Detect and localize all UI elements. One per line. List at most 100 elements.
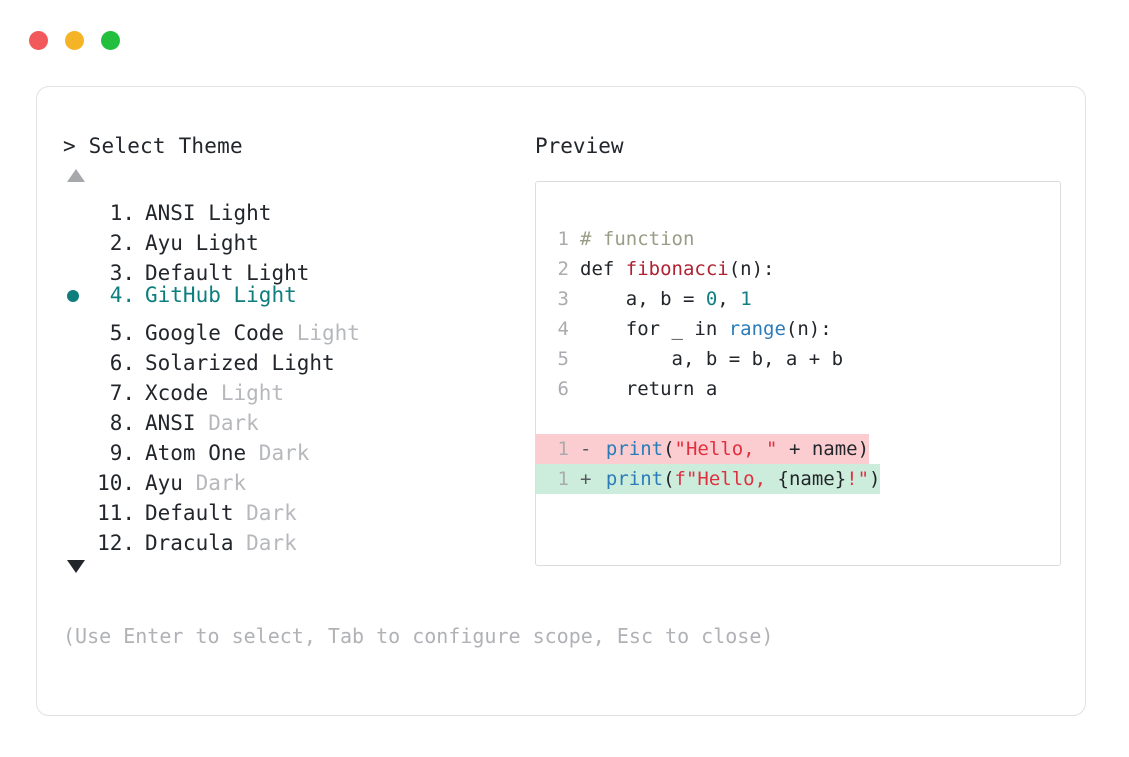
theme-list-item[interactable]: 9.Atom One Dark [63,430,533,465]
theme-item-variant: Light [220,381,285,405]
theme-item-variant: Dark [208,411,259,435]
code-line: 4 for _ in range(n): [536,314,1060,344]
code-token-plain: (n): [728,258,775,280]
code-token-plain: ) [869,468,881,490]
code-line: 5 a, b = b, a + b [536,344,1060,374]
diff-line-delete: 1- print("Hello, " + name) [536,434,870,464]
theme-item-variant: Light [208,201,272,225]
window-traffic-lights [29,31,120,50]
theme-item-variant: Dark [246,531,297,555]
code-line-text: a, b = 0, 1 [580,284,752,314]
code-token-plain: a, b = b, a + b [580,348,844,370]
theme-item-index: 1. [109,201,135,225]
theme-item-name: Default [145,501,247,525]
code-token-builtin: range [728,318,786,340]
theme-item-name: Default [145,261,247,285]
code-token-plain: ( [663,468,675,490]
scroll-up-arrow-icon[interactable] [67,169,85,182]
code-token-plain: return a [580,378,718,400]
code-token-call: print [605,438,664,460]
marker-slot [63,190,93,220]
code-line-text: return a [580,374,718,404]
theme-item-index: 4. [109,283,135,307]
code-line: 1 # function [536,224,1060,254]
code-token-comment: # function [580,228,695,250]
code-token-num: 1 [740,288,752,310]
code-line-number: 1 [557,228,569,250]
code-token-str: f"Hello, [674,468,778,490]
diff-line-number: 1 [557,468,569,490]
close-button[interactable] [29,31,48,50]
theme-item-name: Ayu [145,231,196,255]
zoom-button[interactable] [101,31,120,50]
theme-item-index: 12. [97,531,135,555]
theme-list-item[interactable]: 12. Dracula Dark [63,520,533,555]
code-token-call: print [605,468,664,490]
theme-list-item[interactable]: 6.Solarized Light [63,340,533,375]
marker-slot [63,460,93,490]
marker-slot [63,370,93,400]
marker-slot [63,430,93,460]
code-line-text: a, b = b, a + b [580,344,844,374]
theme-item-name: GitHub [145,283,234,307]
code-token-plain: , [717,288,741,310]
diff-line-add: 1+ print(f"Hello, {name}!") [536,464,881,494]
code-line-number: 2 [557,258,569,280]
code-token-num: 0 [705,288,718,310]
code-token-plain: for _ in [580,318,729,340]
code-line-number: 5 [557,348,569,370]
theme-list-item[interactable]: 7.Xcode Light [63,370,533,405]
code-line-number: 4 [557,318,569,340]
code-token-str: "Hello, " [674,438,778,460]
code-token-fn: fibonacci [625,258,729,280]
marker-slot [63,340,93,370]
theme-item-name: ANSI [145,411,209,435]
code-token-plain: a, b = [580,288,706,310]
theme-item-index: 9. [109,441,135,465]
theme-list-item[interactable]: 3. Default Light [63,250,533,285]
theme-item-variant: Light [271,351,335,375]
diff-sign: - [580,438,603,460]
theme-item-variant: Light [246,261,310,285]
minimize-button[interactable] [65,31,84,50]
theme-list-item[interactable]: 4.GitHub Light [63,280,533,310]
code-line-text: # function [580,224,694,254]
selected-bullet-icon [63,281,93,311]
code-token-kw: def [580,258,626,280]
theme-item-index: 10. [97,471,135,495]
diff-line-number: 1 [557,438,569,460]
marker-slot [63,520,93,550]
page-title: > Select Theme [63,134,243,158]
preview-label: Preview [535,134,624,158]
theme-list-item[interactable]: 2. Ayu Light [63,220,533,255]
code-line: 2 def fibonacci(n): [536,254,1060,284]
theme-item-variant: Light [195,231,259,255]
theme-list-item[interactable]: 5.Google Code Light [63,310,533,345]
code-line: 3 a, b = 0, 1 [536,284,1060,314]
theme-list-item[interactable]: 1.ANSI Light [63,190,533,225]
theme-item-index: 5. [109,321,135,345]
code-token-plain: + name) [777,438,870,460]
theme-item-index: 2. [109,231,135,255]
theme-item-index: 8. [109,411,135,435]
theme-list-item[interactable]: 11.Default Dark [63,490,533,525]
theme-item-index: 7. [109,381,135,405]
marker-slot [63,250,93,280]
diff-line-text: print("Hello, " + name) [606,434,869,464]
theme-item-name: Dracula [145,531,247,555]
code-line-text: def fibonacci(n): [580,254,774,284]
theme-item-index: 6. [109,351,135,375]
theme-list-item[interactable]: 10.Ayu Dark [63,460,533,495]
marker-slot [63,220,93,250]
theme-item-index: 3. [109,261,135,285]
code-token-plain: ( [663,438,675,460]
theme-item-variant: Light [296,321,360,345]
theme-list-item[interactable]: 8. ANSI Dark [63,400,533,435]
scroll-down-arrow-icon[interactable] [67,560,85,573]
code-line-number: 6 [557,378,569,400]
